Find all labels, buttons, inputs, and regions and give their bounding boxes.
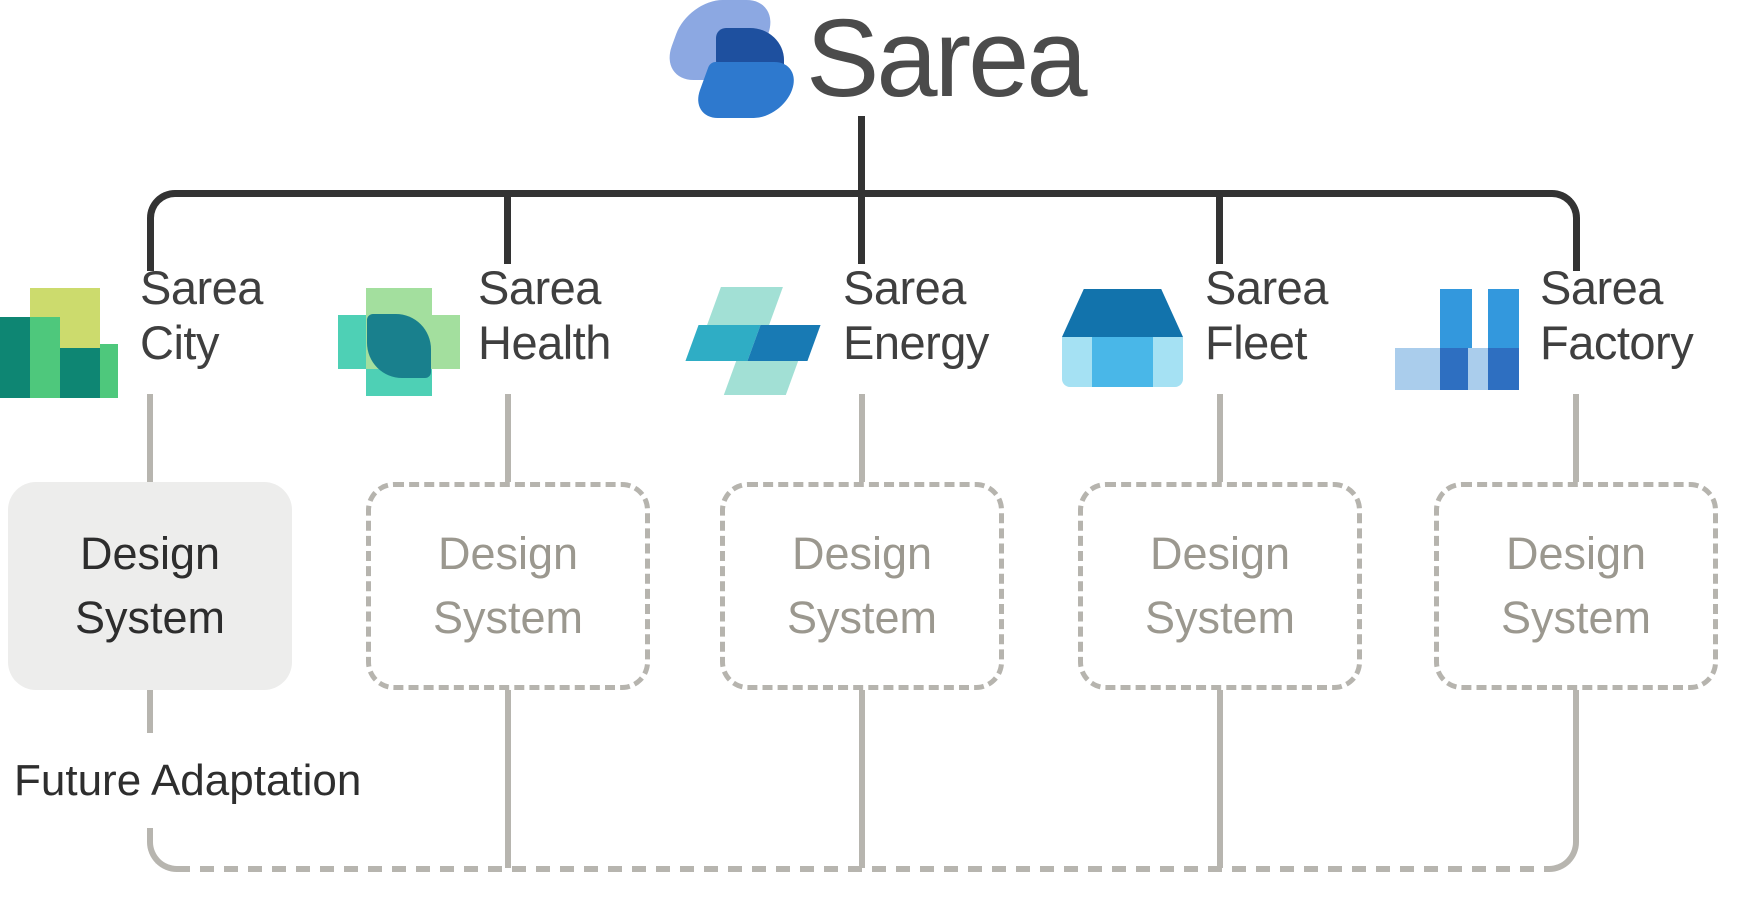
design-system-box-fleet: Design System <box>1078 482 1362 690</box>
design-system-box-factory: Design System <box>1434 482 1718 690</box>
brand-label-energy: Sarea Energy <box>843 261 989 369</box>
bottom-connector-fleet <box>1217 690 1223 868</box>
energy-bolt-icon <box>685 287 821 395</box>
future-adaptation-label: Future Adaptation <box>0 733 433 828</box>
bottom-corner-left <box>147 830 177 872</box>
health-cross-icon <box>338 288 460 396</box>
future-adaptation-dashed-line <box>176 866 1550 872</box>
design-system-box-city: Design System <box>8 482 292 690</box>
brand-label-fleet: Sarea Fleet <box>1205 261 1328 369</box>
city-buildings-icon <box>0 286 118 398</box>
design-system-box-health: Design System <box>366 482 650 690</box>
bottom-connector-factory <box>1573 690 1579 832</box>
bottom-connector-health <box>505 690 511 868</box>
tree-stem-line <box>858 116 865 190</box>
tree-bracket-line <box>147 190 1580 271</box>
design-system-box-energy: Design System <box>720 482 1004 690</box>
connector-energy-box <box>859 394 865 482</box>
fleet-car-icon <box>1062 289 1183 387</box>
tree-drop-health <box>504 197 511 264</box>
logo-shape-mid <box>689 62 803 118</box>
bottom-corner-right <box>1549 830 1579 872</box>
connector-fleet-box <box>1217 394 1223 482</box>
tree-drop-fleet <box>1216 197 1223 264</box>
tree-drop-energy <box>858 197 865 264</box>
connector-health-box <box>505 394 511 482</box>
sarea-wordmark: Sarea <box>806 0 1088 120</box>
brand-label-city: Sarea City <box>140 261 263 369</box>
brand-label-health: Sarea Health <box>478 261 611 369</box>
connector-factory-box <box>1573 394 1579 482</box>
connector-city-box <box>147 394 153 482</box>
sarea-logo-icon <box>659 0 803 120</box>
factory-chimneys-icon <box>1395 289 1519 390</box>
brand-label-factory: Sarea Factory <box>1540 261 1694 369</box>
bottom-connector-energy <box>859 690 865 868</box>
